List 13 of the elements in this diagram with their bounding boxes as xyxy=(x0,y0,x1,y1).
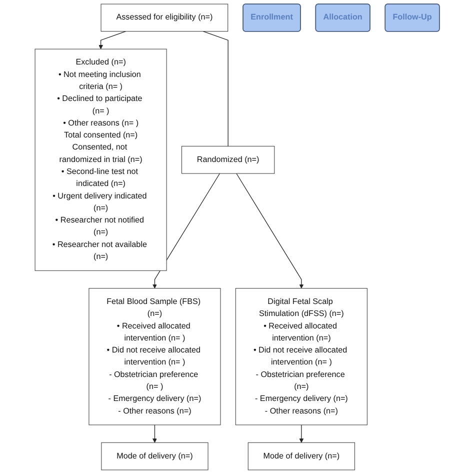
node-box: Fetal Blood Sample (FBS) (n=) • Received allocated intervention (n= ) • Did not receive allocated intervention (n= ) - Obstetrician preference (n= ) - Emergency delivery (n=) - Other reasons (n=) xyxy=(88,288,220,426)
arrow xyxy=(98,31,126,50)
node-box: Randomized (n=) xyxy=(181,146,274,174)
node-box: Digital Fetal Scalp Stimulation (dFSS) (n=) • Received allocated intervention (n=) • Did not receive allocated intervention (n= ) - Obstetrician preference (n=) - Emergency delivery (n=) - Other reasons (n=) xyxy=(235,288,368,426)
arrow xyxy=(152,424,157,443)
node-box: Assessed for eligibility (n=) xyxy=(100,4,228,32)
node-box: Excluded (n=) • Not meeting inclusion criteria (n= ) • Declined to participate (n= ) • Other reasons (n= ) Total consented (n=) Consented, not randomized in trial (n=) • Second-line test not indicated (n=) • Urgent delivery indicated (n=) • Researcher not notified (n=) • Researcher not available (n=) xyxy=(34,48,167,271)
arrow xyxy=(236,173,304,289)
arrow xyxy=(298,424,304,443)
arrow xyxy=(152,173,220,289)
connector xyxy=(202,31,228,147)
node-box: Mode of delivery (n=) xyxy=(100,442,208,470)
node-box: Mode of delivery (n=) xyxy=(248,442,355,470)
